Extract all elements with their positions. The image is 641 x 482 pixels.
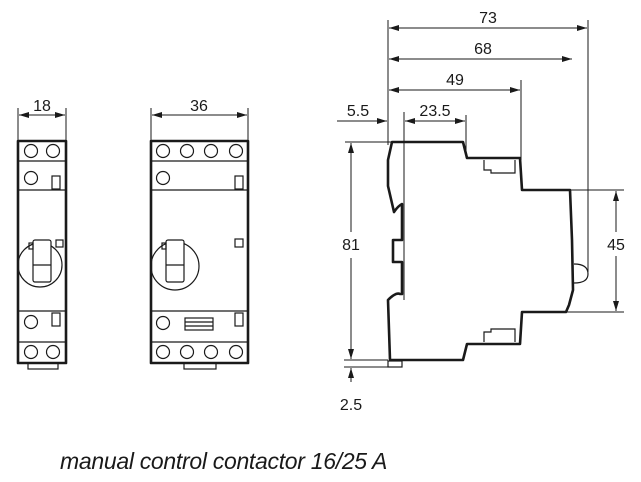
terminal-screw (45, 344, 61, 360)
terminal-screw (23, 170, 39, 186)
terminal-screw (23, 314, 39, 330)
dim-width-36: 36 (150, 98, 249, 140)
front-view-1-module: 18 (16, 98, 68, 370)
dim-label-18: 18 (33, 98, 51, 115)
control-lever (32, 239, 52, 283)
svg-text:49: 49 (446, 72, 464, 89)
din-clip (27, 362, 59, 370)
status-window (184, 317, 214, 331)
control-lever (165, 239, 185, 283)
svg-text:73: 73 (479, 10, 497, 27)
front-view-2-module: 36 (149, 98, 250, 370)
svg-text:81: 81 (342, 237, 360, 254)
dim-49: 49 (389, 72, 520, 93)
dim-73: 73 (389, 10, 587, 31)
side-view: 73 68 49 5.5 23.5 (337, 10, 625, 414)
terminal-screw (45, 143, 61, 159)
svg-text:23.5: 23.5 (419, 103, 450, 120)
rail-clip (387, 360, 403, 368)
svg-text:2.5: 2.5 (340, 397, 362, 414)
dim-5-5: 5.5 (337, 103, 420, 124)
dim-81: 81 (342, 141, 392, 368)
dim-label-36: 36 (190, 98, 208, 115)
dim-23-5: 23.5 (405, 103, 465, 124)
svg-text:45: 45 (607, 237, 625, 254)
svg-text:68: 68 (474, 41, 492, 58)
dim-45: 45 (566, 189, 625, 313)
svg-text:5.5: 5.5 (347, 103, 369, 120)
dim-2-5: 2.5 (340, 368, 362, 414)
din-clip (183, 362, 217, 370)
dim-width-18: 18 (17, 98, 67, 140)
drawing-caption: manual control contactor 16/25 A (60, 448, 388, 474)
terminal-screw (23, 344, 39, 360)
dim-68: 68 (389, 41, 572, 62)
housing-profile (386, 140, 575, 362)
terminal-screw (23, 143, 39, 159)
